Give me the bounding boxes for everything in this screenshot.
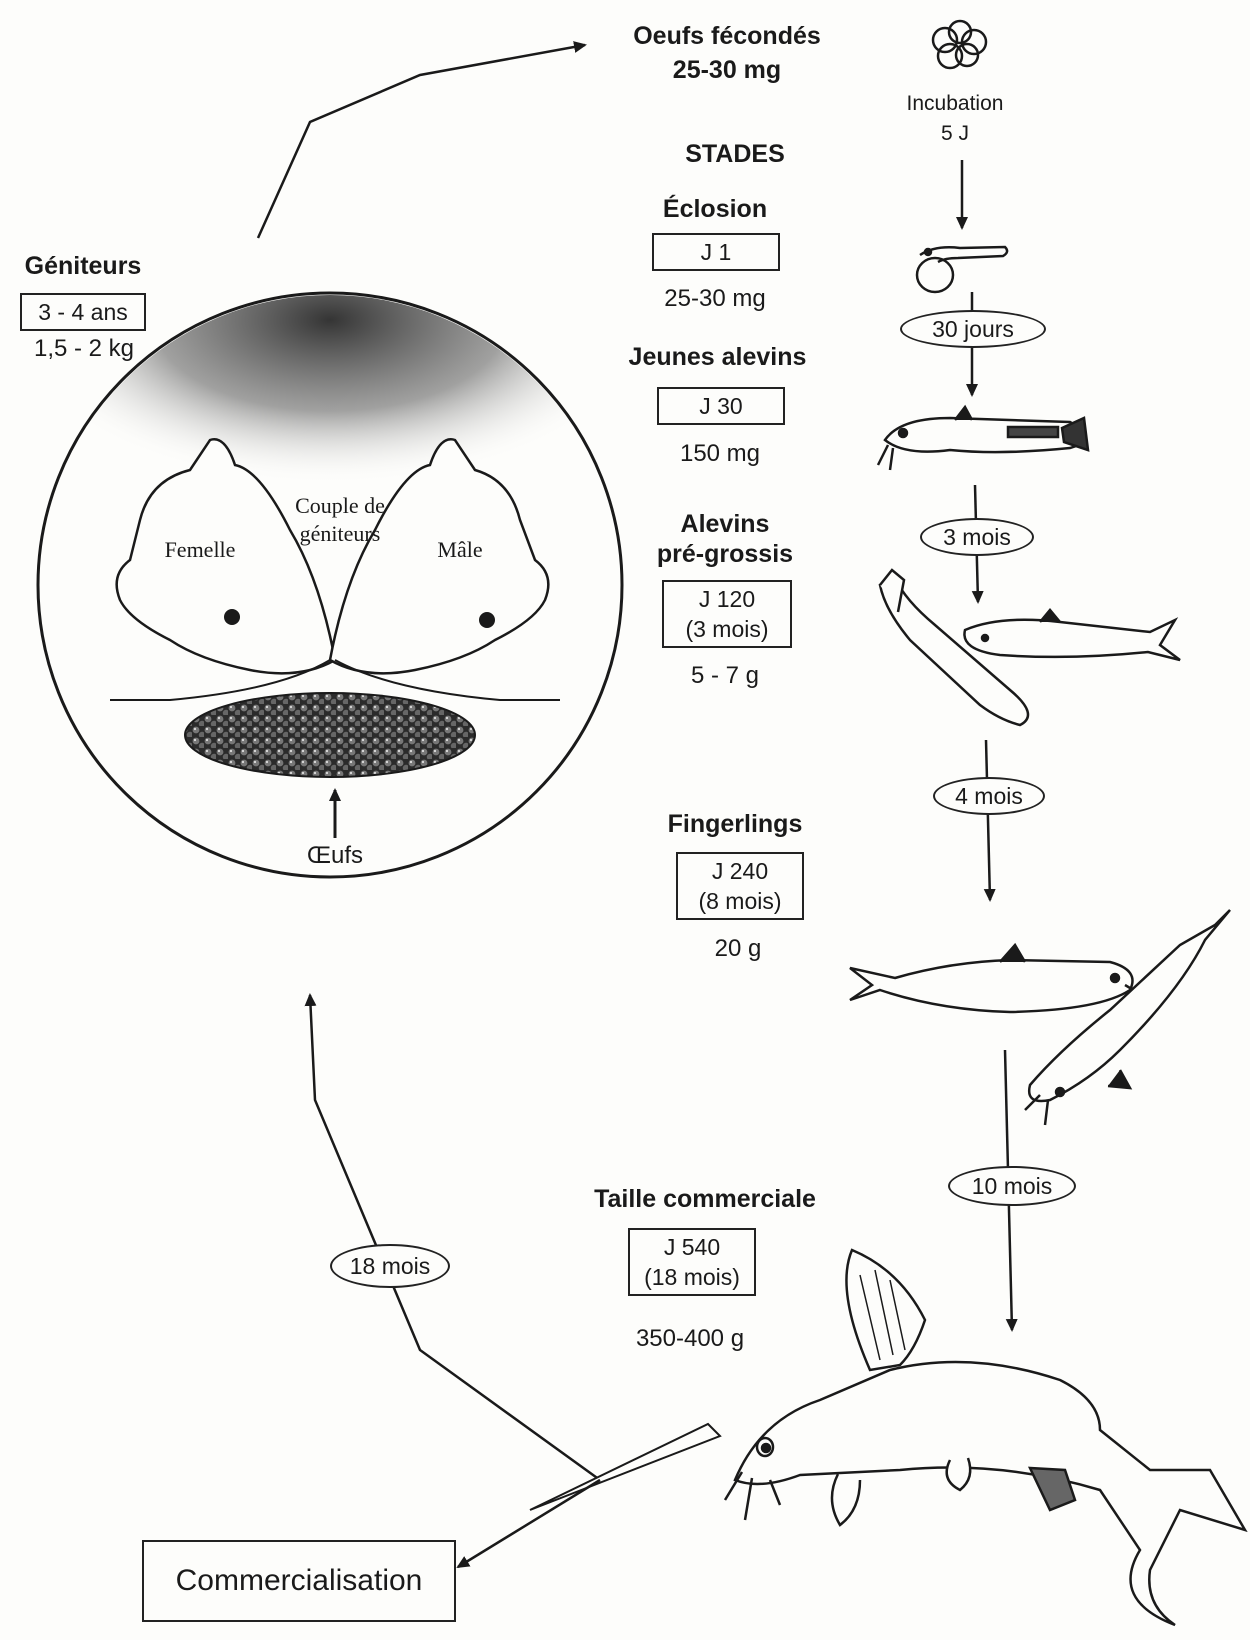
female-label: Femelle bbox=[150, 537, 250, 563]
stage-pregrown-months: (3 mois) bbox=[664, 614, 790, 644]
stage-pregrown-day: J 120 bbox=[664, 584, 790, 614]
cycle-arrow-to-eggs bbox=[258, 45, 585, 238]
stage-commercial-day-box: J 540 (18 mois) bbox=[628, 1228, 756, 1296]
breeders-age-box: 3 - 4 ans bbox=[20, 293, 146, 331]
incubation-label: Incubation bbox=[880, 92, 1030, 116]
breeders-title: Géniteurs bbox=[8, 252, 158, 281]
breeder-couple-illustration bbox=[38, 290, 622, 877]
incubation-duration: 5 J bbox=[880, 122, 1030, 146]
male-label: Mâle bbox=[420, 537, 500, 563]
stage-commercial-weight: 350-400 g bbox=[620, 1325, 760, 1353]
stage-hatching-day: J 1 bbox=[654, 237, 778, 267]
fingerlings-drawing bbox=[850, 910, 1230, 1125]
couple-label-line2: géniteurs bbox=[280, 521, 400, 547]
egg-cluster-icon bbox=[933, 21, 986, 68]
stage-young-fry-title: Jeunes alevins bbox=[615, 343, 820, 372]
duration-oval-4-months: 4 mois bbox=[933, 777, 1045, 815]
duration-18-months: 18 mois bbox=[350, 1253, 431, 1279]
stage-fingerlings-weight: 20 g bbox=[676, 935, 800, 963]
stage-pregrown-title-line2: pré-grossis bbox=[640, 540, 810, 569]
commercialisation-box: Commercialisation bbox=[142, 1540, 456, 1622]
commercial-catfish-drawing bbox=[725, 1250, 1245, 1625]
couple-label-line1: Couple de bbox=[280, 493, 400, 519]
stage-pregrown-title-line1: Alevins bbox=[640, 510, 810, 539]
young-fry-drawing bbox=[878, 407, 1088, 470]
stage-young-fry-weight: 150 mg bbox=[640, 440, 800, 468]
pointer-tool bbox=[530, 1424, 720, 1510]
breeders-age: 3 - 4 ans bbox=[22, 297, 144, 327]
stage-young-fry-day-box: J 30 bbox=[657, 387, 785, 425]
stage-hatching-weight: 25-30 mg bbox=[630, 285, 800, 313]
stage-commercial-day: J 540 bbox=[630, 1232, 754, 1262]
hatchling-larva-drawing bbox=[917, 247, 1007, 292]
stages-header: STADES bbox=[640, 140, 830, 169]
duration-oval-30-days: 30 jours bbox=[900, 310, 1046, 348]
stage-fingerlings-day: J 240 bbox=[678, 856, 802, 886]
stage-pregrown-weight: 5 - 7 g bbox=[660, 662, 790, 690]
commercialisation-label: Commercialisation bbox=[144, 1542, 454, 1620]
fertilized-eggs-title: Oeufs fécondés bbox=[612, 22, 842, 51]
stage-hatching-day-box: J 1 bbox=[652, 233, 780, 271]
stage-hatching-title: Éclosion bbox=[620, 195, 810, 224]
stage-young-fry-day: J 30 bbox=[659, 391, 783, 421]
fertilized-eggs-weight: 25-30 mg bbox=[612, 56, 842, 85]
stage-fingerlings-months: (8 mois) bbox=[678, 886, 802, 916]
stage-fingerlings-day-box: J 240 (8 mois) bbox=[676, 852, 804, 920]
duration-oval-3-months: 3 mois bbox=[920, 518, 1034, 556]
pre-grown-fry-drawing bbox=[880, 570, 1180, 725]
arrow-to-commercialisation bbox=[458, 1480, 600, 1567]
duration-oval-10-months: 10 mois bbox=[948, 1166, 1076, 1206]
duration-30-days: 30 jours bbox=[932, 316, 1014, 342]
duration-4-months: 4 mois bbox=[955, 783, 1023, 809]
stage-fingerlings-title: Fingerlings bbox=[645, 810, 825, 839]
stage-commercial-months: (18 mois) bbox=[630, 1262, 754, 1292]
arrow-to-fingerlings bbox=[986, 740, 990, 900]
duration-3-months: 3 mois bbox=[943, 524, 1011, 550]
stage-commercial-title: Taille commerciale bbox=[575, 1185, 835, 1214]
return-arrow-18-months bbox=[310, 995, 600, 1480]
duration-oval-18-months: 18 mois bbox=[330, 1244, 450, 1288]
eggs-label: Œufs bbox=[290, 842, 380, 870]
stage-pregrown-day-box: J 120 (3 mois) bbox=[662, 580, 792, 648]
egg-mass-drawing bbox=[185, 693, 475, 777]
duration-10-months: 10 mois bbox=[972, 1173, 1053, 1199]
breeders-weight: 1,5 - 2 kg bbox=[10, 335, 158, 363]
